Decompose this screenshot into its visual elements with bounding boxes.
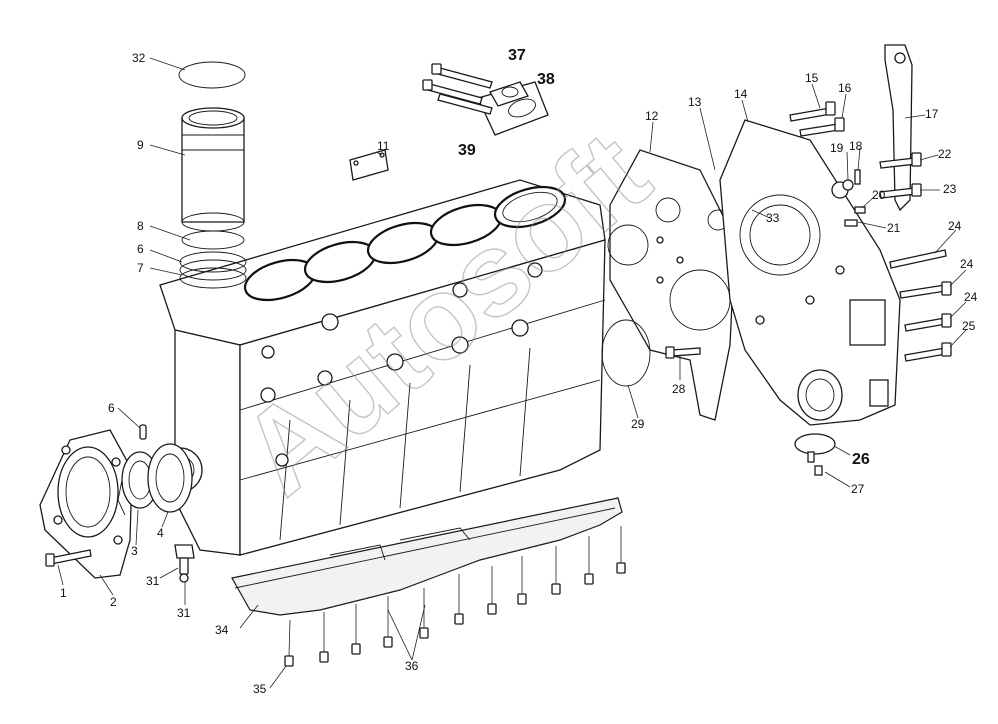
callout-labels: 32 9 8 6 7 11 6 1 2 3 4 31 31 34 35 36 3… bbox=[60, 47, 978, 696]
label-35: 37 bbox=[508, 47, 526, 64]
label-15: 16 bbox=[838, 81, 852, 95]
label-28: 29 bbox=[631, 417, 645, 431]
label-29: 31 bbox=[177, 606, 191, 620]
label-26: 27 bbox=[851, 482, 865, 496]
label-5: 6 bbox=[108, 401, 115, 415]
label-9: 11 bbox=[377, 139, 390, 153]
rail-bolts bbox=[284, 526, 626, 667]
label-16: 17 bbox=[925, 107, 939, 121]
cylinder-liner bbox=[181, 107, 245, 232]
label-4: 4 bbox=[157, 526, 164, 540]
label-6: 6 bbox=[137, 242, 144, 256]
flywheel-housing bbox=[719, 119, 901, 426]
label-20: 21 bbox=[887, 221, 901, 235]
label-7: 8 bbox=[137, 219, 144, 233]
label-25: 26 bbox=[852, 451, 870, 468]
label-2: 2 bbox=[110, 595, 117, 609]
liner-o-rings bbox=[179, 230, 247, 289]
inspection-cover bbox=[794, 433, 836, 476]
lifting-bracket bbox=[884, 44, 913, 212]
coolant-fitting bbox=[422, 63, 549, 136]
gasket bbox=[601, 319, 651, 387]
plate-bolt bbox=[665, 346, 701, 359]
engine-block bbox=[157, 179, 606, 556]
label-32: 34 bbox=[215, 623, 229, 637]
label-1: 1 bbox=[60, 586, 67, 600]
label-17: 18 bbox=[849, 139, 863, 153]
label-34: 36 bbox=[405, 659, 419, 673]
label-24: 25 bbox=[962, 319, 976, 333]
liner-seal-ring bbox=[178, 61, 246, 89]
label-24: 24 bbox=[964, 290, 978, 304]
label-27: 28 bbox=[672, 382, 686, 396]
cover-plate bbox=[349, 149, 389, 181]
label-33: 35 bbox=[253, 682, 267, 696]
housing-bolts bbox=[789, 101, 952, 362]
dowel-pin bbox=[139, 424, 147, 440]
sensor-parts bbox=[842, 169, 866, 227]
label-3: 3 bbox=[131, 544, 138, 558]
label-24: 24 bbox=[960, 257, 974, 271]
label-18: 19 bbox=[830, 141, 844, 155]
label-13: 14 bbox=[734, 87, 748, 101]
drain-plug bbox=[174, 544, 195, 583]
label-37: 39 bbox=[458, 142, 476, 159]
label-19: 20 bbox=[872, 188, 886, 202]
seal-adapter bbox=[147, 443, 193, 513]
housing-bolt bbox=[45, 549, 92, 567]
label-12: 13 bbox=[688, 95, 702, 109]
label-21: 22 bbox=[938, 147, 952, 161]
rear-seal-housing bbox=[39, 429, 133, 579]
label-14: 15 bbox=[805, 71, 819, 85]
label-30: 31 bbox=[146, 574, 160, 588]
label-8: 9 bbox=[137, 138, 144, 152]
label-22: 23 bbox=[943, 182, 957, 196]
label-11: 12 bbox=[645, 109, 659, 123]
label-36: 38 bbox=[537, 71, 555, 88]
label-31: 32 bbox=[132, 51, 146, 65]
oil-pan-rail bbox=[231, 497, 623, 616]
leader-lines bbox=[57, 57, 967, 689]
label-6: 7 bbox=[137, 261, 144, 275]
label-23: 24 bbox=[948, 219, 962, 233]
label-31: 33 bbox=[766, 211, 780, 225]
